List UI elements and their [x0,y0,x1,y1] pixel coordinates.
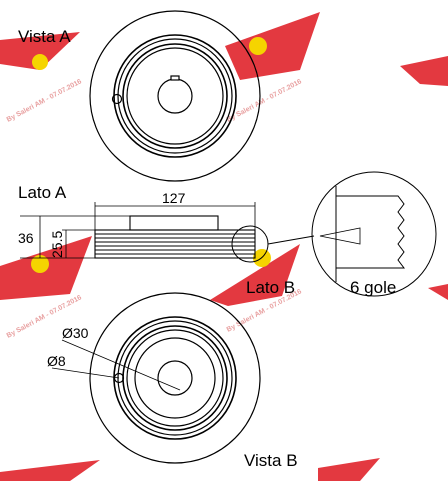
view-a-pulley [89,10,261,182]
detail-callout [231,171,437,297]
side-a-profile [94,215,256,259]
dimension-groove-height [62,229,95,258]
view-b-leaders [51,339,181,391]
view-b-title: Vista B [244,451,298,470]
view-b-pulley [89,292,261,464]
watermark-logo-top-left [0,32,80,70]
side-a-title: Lato A [18,183,67,202]
watermark-logo-mid-left [0,236,92,300]
dimension-groove-height-label: 25.5 [49,231,65,258]
bore-diameter-label: Ø30 [62,325,89,341]
dimension-width-label: 127 [162,190,186,206]
side-b-title: Lato B [246,278,295,297]
dimension-height [20,215,130,259]
hole-diameter-label: Ø8 [47,353,66,369]
grooves-label: 6 gole [350,278,396,297]
watermark-logo-bottom [0,458,380,481]
view-a-title: Vista A [18,27,71,46]
watermark-text-1: By Saleri AM - 07.07.2016 [6,78,83,124]
watermark-logo-top-right [225,12,448,86]
watermark-text-2: By Saleri AM - 07.07.2016 [226,78,303,124]
dimension-height-label: 36 [18,230,34,246]
